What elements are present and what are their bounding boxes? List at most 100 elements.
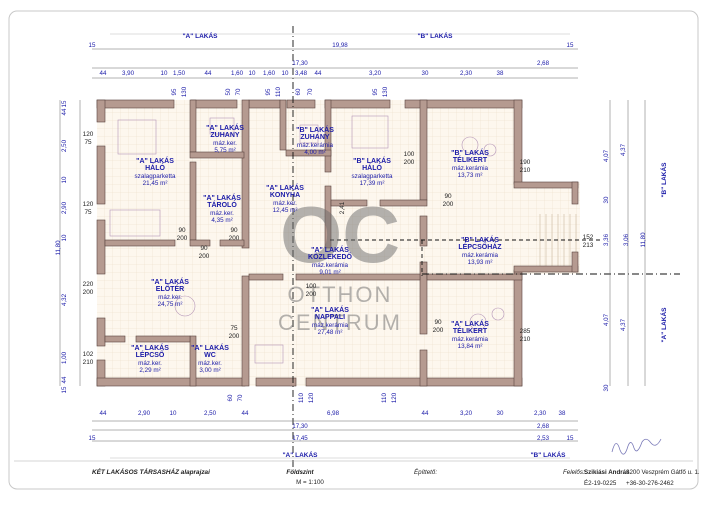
room-4-name-l1: KONYHA — [270, 192, 300, 199]
dim-top-row1-1: 19,98 — [332, 42, 348, 49]
dim-top-opening-4: 95 — [265, 88, 272, 95]
dim-bottom-row2-1: 2,68 — [537, 423, 550, 430]
signature-image — [611, 438, 662, 455]
dim-bottom-row3-10: 38 — [559, 410, 566, 417]
door-mark-15-l1: 200 — [306, 291, 317, 298]
dim-top-row3-10: 44 — [315, 70, 322, 77]
room-12-name-l1: LÉPCSŐ — [136, 350, 165, 359]
room-2-floor: máz.ker. — [210, 210, 234, 217]
sheet-border — [8, 10, 699, 490]
door-mark-12-l1: 200 — [433, 327, 444, 334]
dim-right-2: 30 — [603, 196, 610, 203]
room-13-name-l1: WC — [204, 352, 216, 359]
dim-left-6: 11,80 — [55, 240, 62, 256]
room-13-area: 3,00 m² — [199, 367, 220, 374]
dim-top-opening-9: 130 — [382, 86, 389, 97]
section-lines — [292, 26, 680, 470]
dim-top-row1-2: 15 — [567, 42, 574, 49]
dim-right-1: 4,37 — [620, 143, 627, 156]
dim-bottom-row3-2: 10 — [170, 410, 177, 417]
dim-right-7: 4,37 — [620, 318, 627, 331]
dim-left-4: 2,90 — [61, 201, 68, 214]
door-mark-3-l1: 210 — [83, 359, 94, 366]
door-mark-7-l0: 100 — [404, 151, 415, 158]
room-9-name-l1: ELŐTÉR — [156, 284, 184, 293]
room-12-area: 2,29 m² — [139, 367, 160, 374]
room-9-name-l0: "A" LAKÁS — [151, 277, 189, 286]
dim-top-row3-2: 10 — [161, 70, 168, 77]
title-block-builder: Építtető: — [414, 469, 437, 476]
door-mark-11-l1: 210 — [520, 336, 531, 343]
door-mark-10-l0: 152 — [583, 234, 594, 241]
door-mark-14: 2,41 — [339, 201, 346, 214]
room-11-area: 13,84 m² — [458, 343, 483, 350]
dim-top-row1-0: 15 — [89, 42, 96, 49]
room-7-name-l0: "A" LAKÁS — [311, 245, 349, 254]
dim-right-4: 3,36 — [603, 233, 610, 246]
door-mark-12-l0: 90 — [434, 319, 442, 326]
room-5-name-l1: HÁLÓ — [362, 163, 382, 172]
room-10-name-l0: "A" LAKÁS — [311, 305, 349, 314]
door-mark-8-l0: 190 — [520, 159, 531, 166]
title-block-title: KÉT LAKÁSOS TÁRSASHÁZ alaprajzai — [92, 467, 210, 476]
watermark-line1: OTTHON — [288, 282, 393, 307]
door-mark-13-l0: 75 — [230, 325, 238, 332]
room-10-name-l1: NAPPALI — [315, 314, 345, 321]
dim-right-8: 30 — [603, 384, 610, 391]
door-mark-5-l0: 90 — [230, 227, 238, 234]
dim-right-0: 4,07 — [603, 149, 610, 162]
door-mark-5-l1: 200 — [229, 235, 240, 242]
dim-bottom-row1-2: 2,53 — [537, 435, 550, 442]
door-mark-0-l0: 120 — [83, 131, 94, 138]
title-block-level: Földszint — [286, 469, 314, 476]
room-8-floor: máz.kerámia — [462, 252, 499, 259]
dim-top-row3-14: 38 — [497, 70, 504, 77]
dim-top-opening-2: 50 — [225, 88, 232, 95]
dim-left-8: 1,00 — [61, 351, 68, 364]
dim-bottom-row3-6: 44 — [422, 410, 429, 417]
door-mark-6-l0: 90 — [200, 245, 208, 252]
room-6-name-l1: TÉLIKERT — [453, 155, 488, 164]
room-8-area: 13,93 m² — [468, 259, 493, 266]
stair-area — [430, 182, 580, 274]
dim-right-3: 3,06 — [623, 233, 630, 246]
door-mark-2-l1: 200 — [83, 289, 94, 296]
room-0-floor: szalagparketta — [135, 173, 176, 180]
header-label-side-a: "A" LAKÁS — [659, 307, 668, 343]
dim-bottom-row1-0: 15 — [89, 435, 96, 442]
door-mark-4-l0: 90 — [178, 227, 186, 234]
header-label-bottom-b: "B" LAKÁS — [530, 450, 566, 459]
room-10-area: 27,48 m² — [318, 329, 343, 336]
dim-bottom-row3-7: 3,20 — [460, 410, 473, 417]
watermark-logo: OC — [280, 190, 400, 279]
door-mark-1-l1: 75 — [84, 209, 92, 216]
dim-bottom-opening-1: 70 — [237, 394, 244, 401]
door-mark-6-l1: 200 — [199, 253, 210, 260]
dim-top-row3-7: 1,60 — [263, 70, 276, 77]
dim-top-row3-6: 10 — [249, 70, 256, 77]
dim-top-opening-1: 130 — [181, 86, 188, 97]
dim-top-row3-5: 1,60 — [231, 70, 244, 77]
room-3-area: 4,00 m² — [304, 149, 325, 156]
room-5-name-l0: "B" LAKÁS — [353, 156, 391, 165]
room-1-area: 5,75 m² — [214, 147, 235, 154]
room-9-area: 24,75 m² — [158, 301, 183, 308]
door-mark-9-l1: 200 — [443, 201, 454, 208]
door-mark-7-l1: 200 — [404, 159, 415, 166]
dim-bottom-row1-3: 15 — [567, 435, 574, 442]
title-block-address: 8200 Veszprém Gátfő u. 1. — [626, 469, 700, 476]
watermark-line2: CENTRUM — [278, 310, 402, 335]
door-mark-13-l1: 200 — [229, 333, 240, 340]
dim-bottom-row3-5: 6,98 — [327, 410, 340, 417]
room-6-floor: máz.kerámia — [452, 165, 489, 172]
title-block-reg: É2-19-0225 — [584, 480, 617, 487]
room-13-floor: máz.ker. — [198, 360, 222, 367]
dim-bottom-row3-9: 2,30 — [534, 410, 547, 417]
room-8-name-l0: "B" LAKÁS — [461, 235, 499, 244]
dim-left-3: 10 — [61, 176, 68, 183]
room-3-name-l1: ZUHANY — [300, 134, 329, 141]
room-5-floor: szalagparketta — [352, 173, 393, 180]
room-2-name-l1: TÁROLÓ — [207, 200, 237, 209]
room-3-floor: máz.kerámia — [297, 142, 334, 149]
header-label-bottom-a: "A" LAKÁS — [282, 450, 318, 459]
